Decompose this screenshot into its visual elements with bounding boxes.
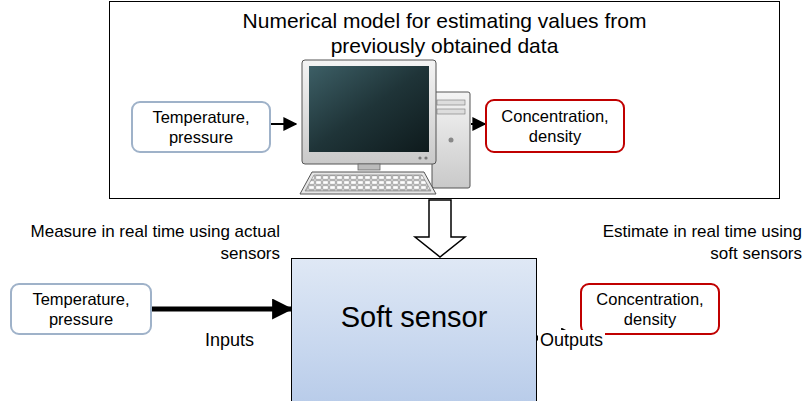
input-box: Temperature, pressure	[131, 101, 271, 153]
input-box: Temperature, pressure	[10, 283, 152, 335]
connector-arrow	[152, 307, 291, 312]
node-text: Concentration, density	[495, 106, 615, 146]
output-box: Concentration, density	[485, 99, 625, 153]
model-panel: Numerical model for estimating values fr…	[109, 1, 780, 199]
node-text: Soft sensor	[341, 301, 488, 334]
note-text: Measure in real time using actual sensor…	[8, 221, 280, 265]
output-box: Concentration, density	[580, 283, 720, 335]
soft-sensor-box: Soft sensor	[291, 258, 537, 401]
connector-arrow	[415, 200, 465, 257]
node-text: Concentration, density	[590, 289, 710, 329]
node-text: Temperature, pressure	[141, 107, 261, 147]
edge-label: Outputs	[538, 330, 605, 351]
panel-title: Numerical model for estimating values fr…	[210, 8, 680, 58]
node-text: Temperature, pressure	[20, 289, 142, 329]
note-text: Estimate in real time using soft sensors	[572, 221, 802, 265]
edge-label: Inputs	[203, 330, 256, 351]
